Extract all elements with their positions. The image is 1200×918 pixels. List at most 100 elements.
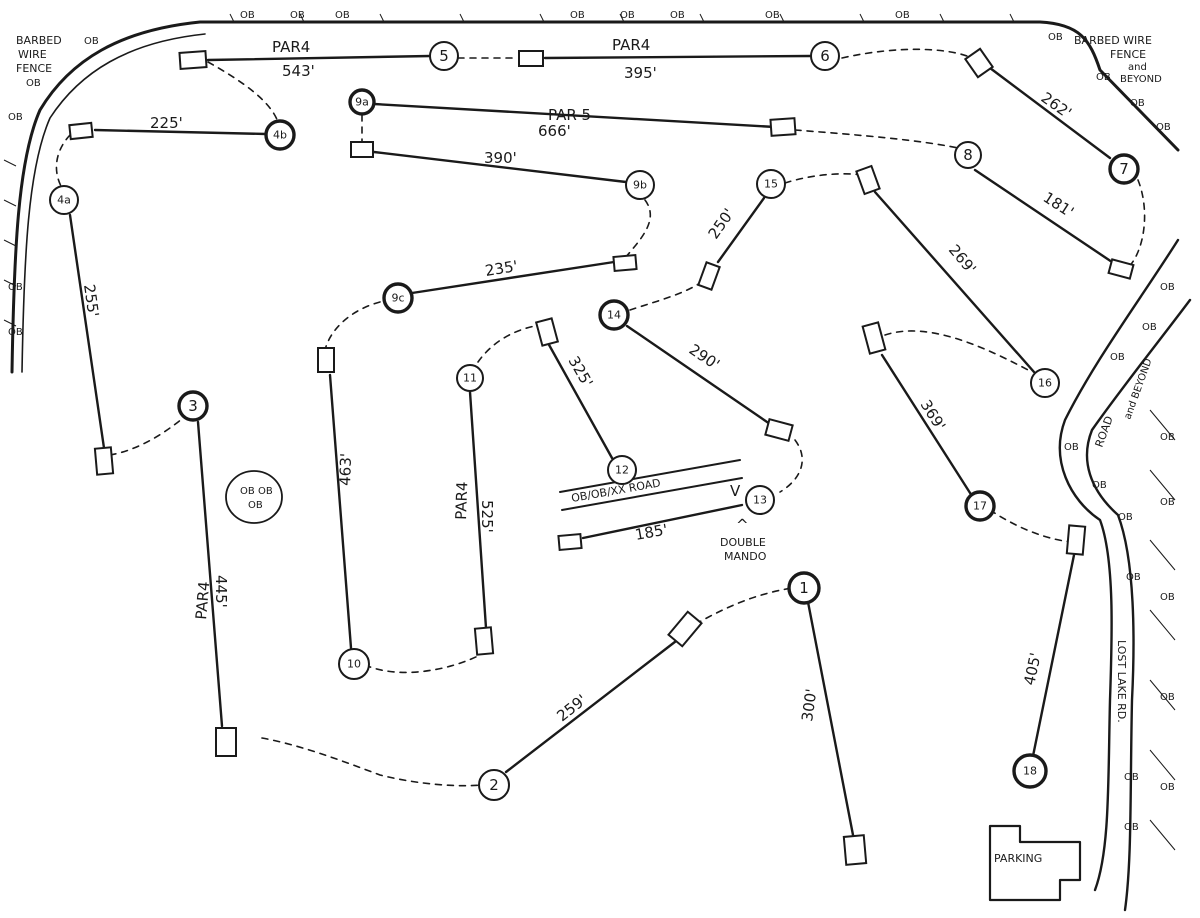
fairway-9c (410, 260, 616, 295)
basket-8[interactable]: 8 (954, 141, 982, 169)
basket-14[interactable]: 14 (598, 299, 630, 331)
hole-6-par: PAR4 (612, 36, 650, 54)
tee-1[interactable] (842, 834, 868, 866)
fairway-3 (196, 420, 224, 728)
tee-7[interactable] (963, 47, 995, 79)
tee-12[interactable] (534, 317, 560, 347)
tee-18[interactable] (1065, 524, 1087, 556)
tee-3[interactable] (215, 727, 237, 757)
basket-3[interactable]: 3 (177, 390, 209, 422)
tee-11[interactable] (473, 626, 495, 656)
mando-arrow-up: ^ (736, 516, 749, 534)
barbed-right-3: and (1128, 62, 1147, 73)
ob-right-1: OB (1048, 32, 1063, 43)
basket-15[interactable]: 15 (756, 169, 786, 199)
basket-9c-number: 9c (391, 292, 404, 305)
basket-2[interactable]: 2 (478, 769, 510, 801)
ob-top-3: OB (335, 10, 350, 21)
tee-15[interactable] (697, 261, 721, 291)
basket-18-number: 18 (1023, 765, 1037, 778)
fairway-10 (328, 373, 353, 650)
hole-3-par: PAR4 (192, 581, 213, 621)
ob-left-2: OB (84, 36, 99, 47)
hole-labels: PAR4 543' PAR4 395' PAR 5 666' 225' 390'… (80, 36, 1077, 725)
basket-1[interactable]: 1 (787, 571, 821, 605)
tee-9a[interactable] (769, 117, 797, 137)
basket-9b[interactable]: 9b (625, 170, 655, 200)
basket-12[interactable]: 12 (607, 455, 637, 485)
barbed-right-2: FENCE (1110, 48, 1146, 61)
tee-4b[interactable] (68, 121, 94, 141)
ob-left-5: OB (8, 327, 23, 338)
ob-road-11: OB (1118, 512, 1133, 523)
fairway-12 (546, 341, 614, 460)
tee-4a[interactable] (93, 446, 115, 476)
fairway-1 (806, 600, 855, 837)
ob-top-2: OB (290, 10, 305, 21)
ob-top-1: OB (240, 10, 255, 21)
basket-9c[interactable]: 9c (382, 282, 414, 314)
fairway-2 (504, 636, 682, 774)
ob-road-2: OB (1142, 322, 1157, 333)
basket-16[interactable]: 16 (1030, 368, 1060, 398)
basket-5[interactable]: 5 (429, 41, 459, 71)
double-mando-label-1: DOUBLE (720, 536, 766, 549)
basket-6-number: 6 (820, 47, 830, 65)
ob-top-4: OB (570, 10, 585, 21)
cross-road: OB/OB/XX ROAD (559, 459, 743, 511)
basket-15-number: 15 (764, 178, 778, 191)
basket-4b[interactable]: 4b (264, 119, 296, 151)
tee-9b[interactable] (350, 141, 374, 158)
tee-10[interactable] (317, 347, 335, 373)
barbed-left-2: WIRE (18, 48, 47, 61)
fairway-13 (581, 503, 744, 540)
tee-6[interactable] (518, 50, 544, 67)
lost-lake-road (1058, 238, 1192, 912)
tee-9c[interactable] (612, 253, 638, 273)
basket-17[interactable]: 17 (964, 490, 996, 522)
basket-6[interactable]: 6 (810, 41, 840, 71)
ob-left-3: OB (8, 112, 23, 123)
basket-4a[interactable]: 4a (49, 185, 79, 215)
road-hatching (1149, 409, 1176, 851)
hole-13-distance: 185' (634, 521, 669, 544)
ob-road-12: OB (1126, 572, 1141, 583)
tee-17[interactable] (861, 321, 887, 355)
basket-10[interactable]: 10 (338, 648, 370, 680)
basket-8-number: 8 (963, 146, 973, 164)
tee-8[interactable] (1107, 258, 1135, 280)
basket-9a-number: 9a (355, 96, 369, 109)
tee-13[interactable] (557, 532, 583, 552)
basket-11[interactable]: 11 (456, 364, 484, 392)
hole-9a-par: PAR 5 (548, 106, 591, 124)
hole-4a-distance: 255' (80, 283, 102, 318)
basket-9a[interactable]: 9a (348, 88, 376, 116)
tee-14-basket-side[interactable] (764, 417, 794, 443)
basket-2-number: 2 (489, 776, 499, 794)
basket-18[interactable]: 18 (1012, 753, 1048, 789)
fairway-16 (873, 190, 1036, 374)
hole-5-distance: 543' (282, 62, 315, 80)
fairway-4b (93, 128, 268, 136)
hole-9c-distance: 235' (484, 257, 519, 280)
ob-top-7: OB (765, 10, 780, 21)
road-label: ROAD (1093, 414, 1116, 449)
tee-2[interactable] (667, 610, 703, 648)
ob-pocket: OB OB OB (225, 470, 283, 524)
ob-road-13: OB (1124, 772, 1139, 783)
barbed-left-3: FENCE (16, 62, 52, 75)
basket-11-number: 11 (463, 372, 477, 385)
basket-13[interactable]: 13 (745, 485, 775, 515)
tee-5[interactable] (178, 50, 208, 70)
hole-6-distance: 395' (624, 64, 657, 82)
basket-1-number: 1 (799, 579, 809, 597)
fairway-7 (988, 66, 1112, 160)
fairway-15 (716, 196, 766, 264)
ob-left-4: OB (8, 282, 23, 293)
basket-7[interactable]: 7 (1108, 153, 1140, 185)
basket-14-number: 14 (607, 309, 621, 322)
tee-16[interactable] (855, 164, 881, 196)
ob-road-9: OB (1064, 442, 1079, 453)
basket-16-number: 16 (1038, 377, 1052, 390)
